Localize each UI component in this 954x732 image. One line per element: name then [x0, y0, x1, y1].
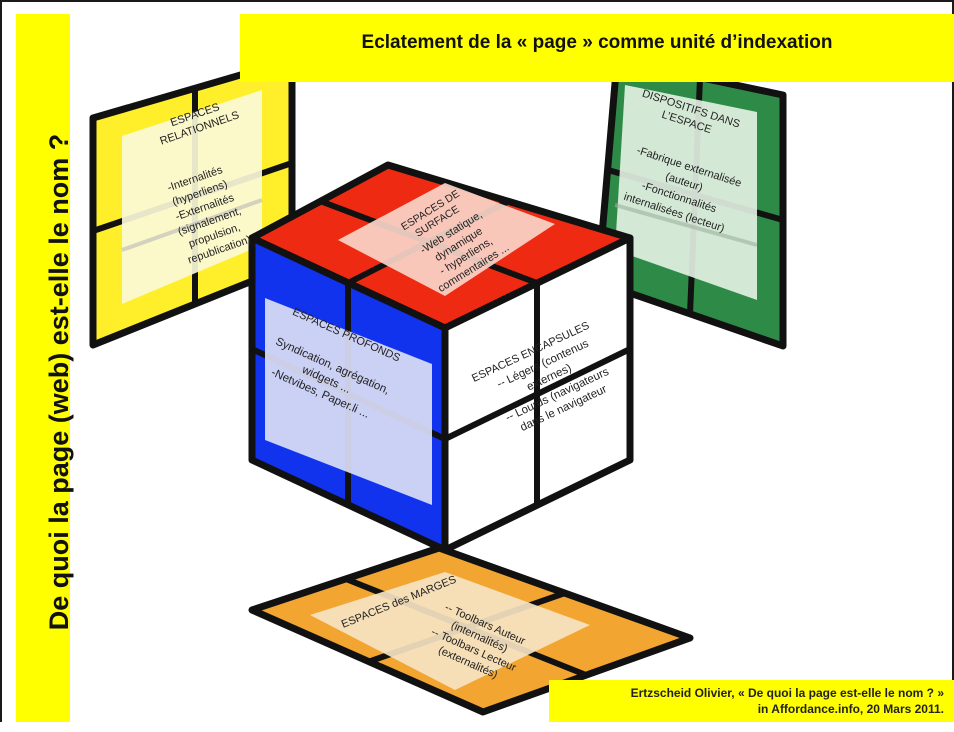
face-encapsules [441, 234, 634, 554]
citation-line-2: in Affordance.info, 20 Mars 2011. [757, 702, 944, 716]
face-dispositifs [594, 56, 787, 350]
face-profonds [248, 234, 449, 554]
face-marges [248, 544, 694, 716]
citation-line-1: Ertzscheid Olivier, « De quoi la page es… [630, 686, 944, 700]
face-relationnels [89, 56, 296, 349]
title-banner: Eclatement de la « page » comme unité d’… [240, 14, 954, 82]
citation-box: Ertzscheid Olivier, « De quoi la page es… [549, 680, 954, 722]
side-title-band: De quoi la page (web) est-elle le nom ? [16, 14, 74, 722]
slide-title: Eclatement de la « page » comme unité d’… [361, 32, 833, 53]
